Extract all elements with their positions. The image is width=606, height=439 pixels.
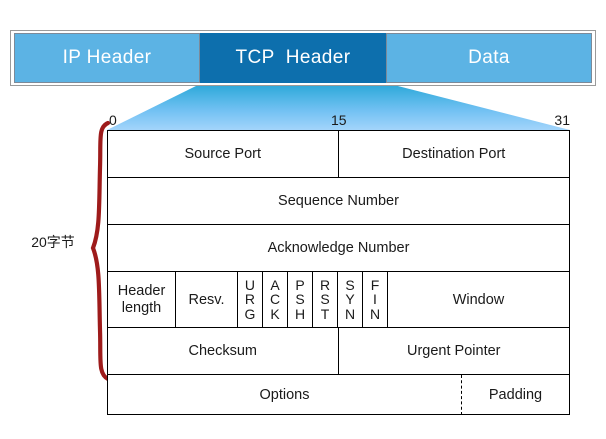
field-checksum[interactable]: Checksum: [108, 328, 339, 374]
table-row-options: Options Padding: [108, 375, 569, 415]
protocol-stack-bar: IP Header TCP Header Data: [14, 33, 592, 83]
field-flag-psh[interactable]: P S H: [288, 272, 313, 327]
flag-ack-l2: C: [269, 291, 281, 308]
bit-label-15: 15: [331, 112, 347, 128]
flag-urg-letters: U R G: [245, 278, 256, 321]
table-row-sequence: Sequence Number: [108, 178, 569, 225]
flag-psh-letters: P S H: [295, 278, 305, 321]
field-sequence-number[interactable]: Sequence Number: [278, 193, 399, 209]
field-options[interactable]: Options: [108, 375, 462, 415]
field-urgent-pointer[interactable]: Urgent Pointer: [407, 343, 501, 359]
table-row-flags: Header length Resv. U R G A C K: [108, 272, 569, 328]
twenty-byte-brace: [90, 120, 111, 382]
flag-ack-l1: A: [270, 277, 280, 294]
field-flag-syn[interactable]: S Y N: [338, 272, 363, 327]
flag-ack-letters: A C K: [270, 278, 280, 321]
flag-urg-l1: U: [244, 277, 256, 294]
flag-rst-letters: R S T: [320, 278, 330, 321]
bit-label-31: 31: [554, 112, 570, 128]
flag-fin-l2: I: [373, 291, 377, 308]
field-acknowledge-number[interactable]: Acknowledge Number: [267, 240, 410, 256]
field-reserved[interactable]: Resv.: [176, 272, 238, 327]
field-header-length[interactable]: Header length: [108, 272, 176, 327]
field-window[interactable]: Window: [452, 291, 505, 308]
flag-urg-l2: R: [244, 291, 256, 308]
flag-syn-l2: Y: [345, 291, 355, 308]
flag-urg-l3: G: [244, 305, 256, 322]
segment-ip-header[interactable]: IP Header: [14, 33, 200, 83]
bit-ruler: 0 15 31: [107, 111, 570, 130]
tcp-header-table: Source Port Destination Port Sequence Nu…: [107, 130, 570, 415]
flag-psh-l2: S: [295, 291, 305, 308]
field-flag-urg[interactable]: U R G: [238, 272, 263, 327]
segment-tcp-header[interactable]: TCP Header: [200, 33, 386, 83]
field-source-port[interactable]: Source Port: [108, 131, 339, 177]
header-length-line-2: length: [121, 299, 162, 316]
flag-ack-l3: K: [270, 305, 280, 322]
field-flag-rst[interactable]: R S T: [313, 272, 338, 327]
flag-syn-l1: S: [345, 277, 355, 294]
flag-syn-letters: S Y N: [345, 278, 355, 321]
segment-data[interactable]: Data: [386, 33, 592, 83]
flag-rst-l3: T: [320, 305, 330, 322]
flag-syn-l3: N: [344, 305, 356, 322]
brace-label-20-bytes: 20字节: [31, 234, 75, 250]
flag-rst-l2: S: [320, 291, 330, 308]
flag-psh-l3: H: [294, 305, 306, 322]
flag-fin-letters: F I N: [370, 278, 380, 321]
field-padding[interactable]: Padding: [488, 387, 543, 403]
flag-fin-l1: F: [370, 277, 380, 294]
table-row-ports: Source Port Destination Port: [108, 131, 569, 178]
header-length-line-1: Header: [117, 282, 166, 299]
field-flag-ack[interactable]: A C K: [263, 272, 288, 327]
field-flag-fin[interactable]: F I N: [363, 272, 388, 327]
bit-label-0: 0: [109, 112, 117, 128]
flag-rst-l1: R: [319, 277, 331, 294]
field-destination-port[interactable]: Destination Port: [402, 146, 506, 162]
funnel-connector: [107, 84, 570, 130]
table-row-checksum: Checksum Urgent Pointer: [108, 328, 569, 375]
table-row-acknowledge: Acknowledge Number: [108, 225, 569, 272]
flag-fin-l3: N: [369, 305, 381, 322]
flag-psh-l1: P: [295, 277, 305, 294]
